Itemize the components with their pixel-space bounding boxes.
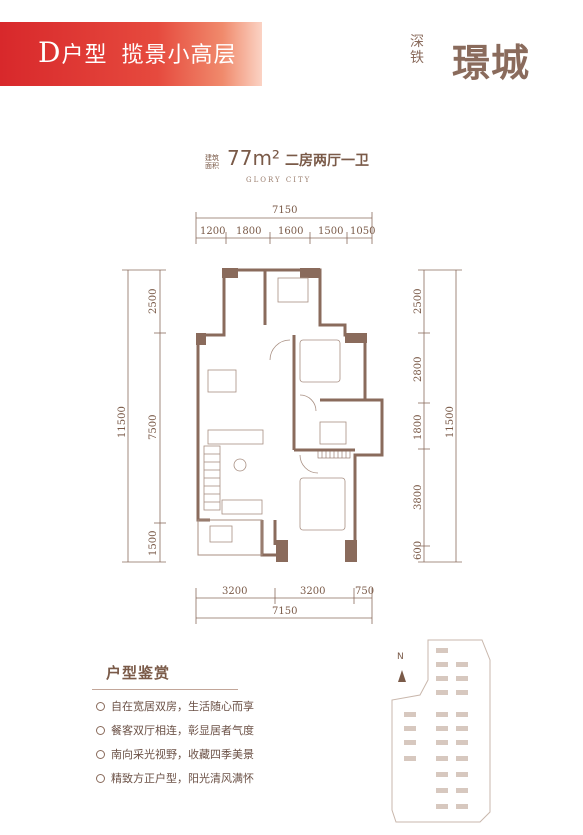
dim-bottom-seg: 750: [355, 586, 374, 597]
dim-top-seg: 1050: [350, 226, 375, 237]
dim-right-total: 11500: [445, 406, 456, 438]
feature-item: 自在宽居双房，生活随心而享: [96, 698, 254, 714]
bathroom-fixtures: [319, 421, 347, 445]
dim-top-seg: 1600: [278, 226, 303, 237]
furniture: [207, 277, 347, 543]
feature-item: 精致方正户型，阳光清风满怀: [96, 770, 254, 786]
stair: [203, 445, 221, 511]
site-map: [391, 639, 491, 823]
brand-logo: 深 铁 璟城: [410, 26, 550, 86]
logo-line-2: 铁: [410, 50, 424, 66]
dim-bottom-seg: 3200: [300, 586, 325, 597]
area-label: 建筑 面积: [205, 154, 227, 170]
dim-left-seg: 1500: [148, 531, 159, 556]
dim-right-seg: 3800: [413, 485, 424, 510]
bullet-icon: [96, 726, 105, 735]
dim-right-seg: 2500: [413, 289, 424, 314]
header-banner: [0, 22, 262, 86]
features-divider: [92, 689, 238, 690]
unit-type-label: 户型: [61, 43, 108, 68]
area-label-top: 建筑: [205, 154, 219, 162]
north-arrow-icon: [398, 670, 406, 682]
unit-type-title: D户型 揽景小高层: [38, 36, 236, 69]
dining-table: [207, 369, 237, 393]
coffee-table: [233, 458, 247, 472]
area-value: 77m²: [227, 146, 280, 170]
logo-name: 璟城: [452, 40, 531, 85]
dimension-labels: 7150 1200 1800 1600 1500 1050 3200 3200 …: [117, 205, 456, 617]
dim-bottom-total: 7150: [272, 606, 297, 617]
logo-small-text: 深 铁: [410, 34, 424, 66]
dim-left-seg: 2500: [148, 289, 159, 314]
wall-posts: [196, 268, 367, 562]
bed-south: [299, 477, 346, 531]
bullet-icon: [96, 702, 105, 711]
sofa: [207, 429, 264, 445]
dim-top-seg: 1800: [236, 226, 261, 237]
feature-item: 南向采光视野，收藏四季美景: [96, 746, 254, 762]
dim-top-total: 7150: [272, 205, 297, 216]
dim-top-seg: 1500: [318, 226, 343, 237]
north-label: N: [397, 652, 404, 662]
dim-left-total: 11500: [117, 406, 128, 438]
bullet-icon: [96, 774, 105, 783]
doors: [269, 339, 319, 474]
features-title: 户型鉴赏: [106, 664, 171, 682]
hatch: [317, 449, 351, 459]
dimension-lines: [122, 212, 462, 624]
dim-left-seg: 7500: [148, 415, 159, 440]
dim-top-seg: 1200: [200, 226, 225, 237]
brand-english: GLORY CITY: [246, 176, 312, 184]
unit-slogan: 揽景小高层: [121, 43, 237, 68]
balcony: [197, 519, 263, 556]
unit-type-letter: D: [38, 36, 62, 69]
kitchen-counter: [277, 277, 309, 303]
dim-bottom-seg: 3200: [222, 586, 247, 597]
walls: [196, 268, 384, 562]
feature-item: 餐客双厅相连，彰显居者气度: [96, 722, 254, 738]
balcony-chair: [209, 525, 233, 543]
bullet-icon: [96, 750, 105, 759]
dim-right-seg: 600: [413, 541, 424, 560]
bed-north: [299, 339, 341, 383]
dim-right-seg: 1800: [413, 415, 424, 440]
area-label-bottom: 面积: [205, 162, 219, 170]
logo-line-1: 深: [410, 34, 424, 50]
layout-description: 二房两厅一卫: [285, 153, 369, 169]
dim-right-seg: 2800: [413, 357, 424, 382]
tv-cabinet: [221, 499, 263, 515]
